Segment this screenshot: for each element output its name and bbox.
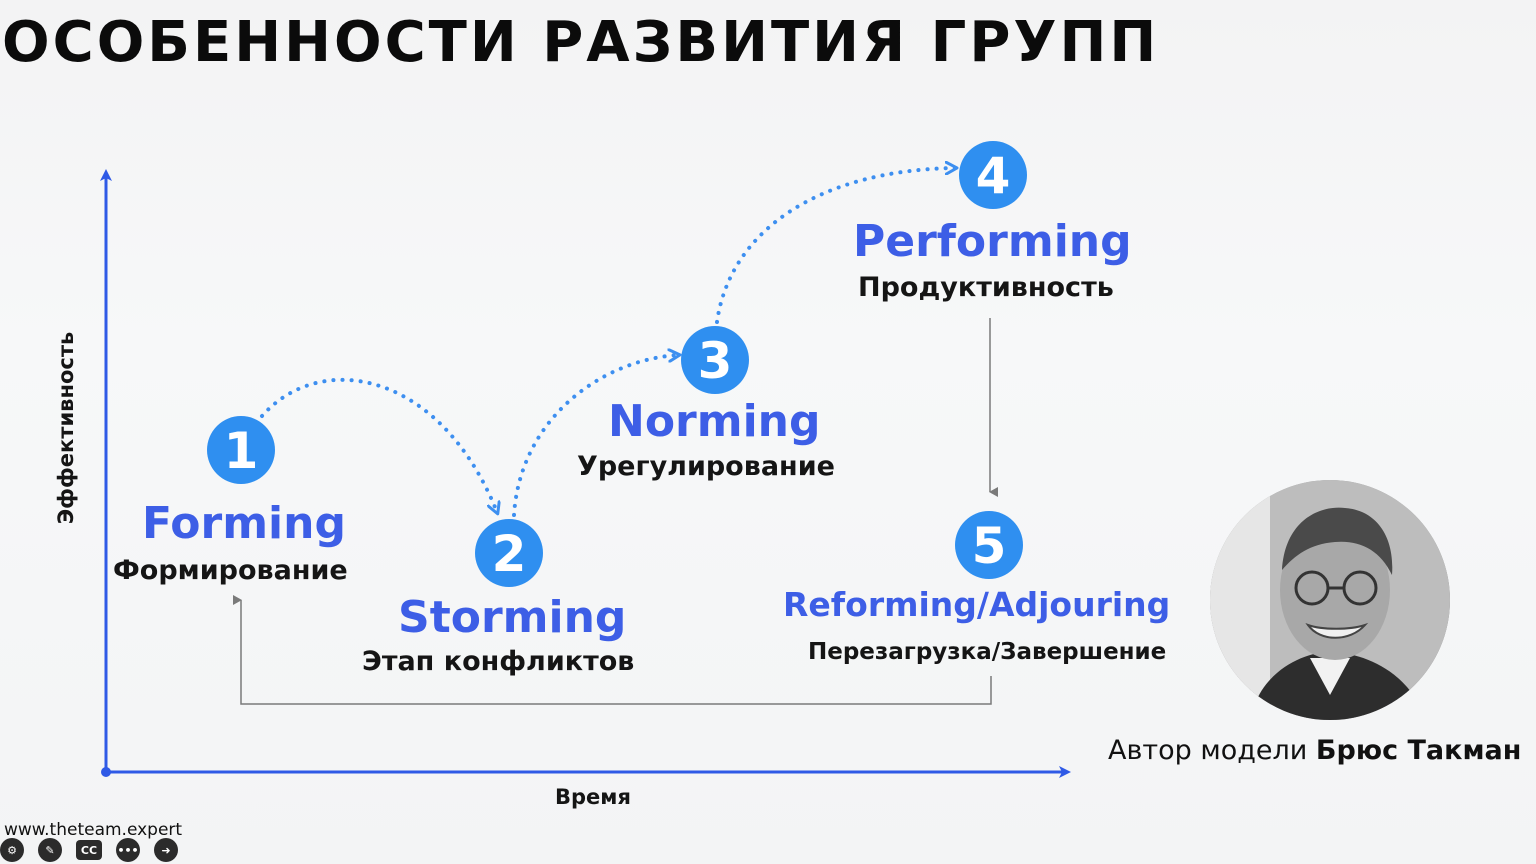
stage-1-subtitle: Формирование (113, 555, 348, 586)
stage-2-subtitle: Этап конфликтов (362, 646, 635, 677)
transition-1-2 (260, 377, 497, 512)
author-prefix: Автор модели (1108, 735, 1308, 766)
stage-5-subtitle: Перезагрузка/Завершение (808, 639, 1167, 665)
y-axis-label: Эффективность (54, 331, 78, 525)
connector-5-1 (233, 595, 992, 705)
stage-5-number: 5 (972, 517, 1007, 575)
stage-4-circle (959, 141, 1027, 209)
stage-1-marker: 1 (207, 416, 275, 484)
author-name: Брюс Такман (1315, 735, 1522, 766)
page-title: ОСОБЕННОСТИ РАЗВИТИЯ ГРУПП (2, 10, 1160, 75)
x-axis-label: Время (555, 785, 631, 809)
stage-1-number: 1 (224, 422, 259, 480)
stage-2-marker: 2 (475, 519, 543, 587)
stage-5-circle (955, 511, 1023, 579)
axis-origin-dot (101, 767, 111, 777)
pencil-icon[interactable]: ✎ (38, 838, 62, 862)
stage-4-number: 4 (976, 147, 1011, 205)
player-toolbar: ⚙ ✎ CC ••• ➜ (0, 838, 178, 862)
next-icon[interactable]: ➜ (154, 838, 178, 862)
stage-3-marker: 3 (681, 326, 749, 394)
stage-5-marker: 5 (955, 511, 1023, 579)
website-url: www.theteam.expert (4, 820, 183, 840)
stage-2-number: 2 (492, 525, 527, 583)
transition-3-4 (715, 168, 955, 324)
stage-1-name: Forming (142, 498, 346, 549)
stage-3-subtitle: Урегулирование (577, 451, 835, 482)
author-portrait (1210, 480, 1450, 720)
stage-3-circle (681, 326, 749, 394)
author-caption: Автор модели Брюс Такман (1108, 735, 1521, 766)
stage-4-name: Performing (853, 216, 1132, 267)
stage-4-marker: 4 (959, 141, 1027, 209)
stage-5-name: Reforming/Adjouring (783, 585, 1171, 624)
stage-1-circle (207, 416, 275, 484)
stage-3-name: Norming (608, 396, 821, 447)
stage-2-name: Storming (398, 592, 627, 643)
person-photo-icon (1210, 480, 1450, 720)
transition-2-3 (512, 355, 678, 517)
captions-icon[interactable]: CC (76, 840, 102, 860)
stage-3-number: 3 (698, 332, 733, 390)
more-icon[interactable]: ••• (116, 838, 140, 862)
settings-icon[interactable]: ⚙ (0, 838, 24, 862)
stage-2-circle (475, 519, 543, 587)
stage-4-subtitle: Продуктивность (858, 272, 1114, 303)
